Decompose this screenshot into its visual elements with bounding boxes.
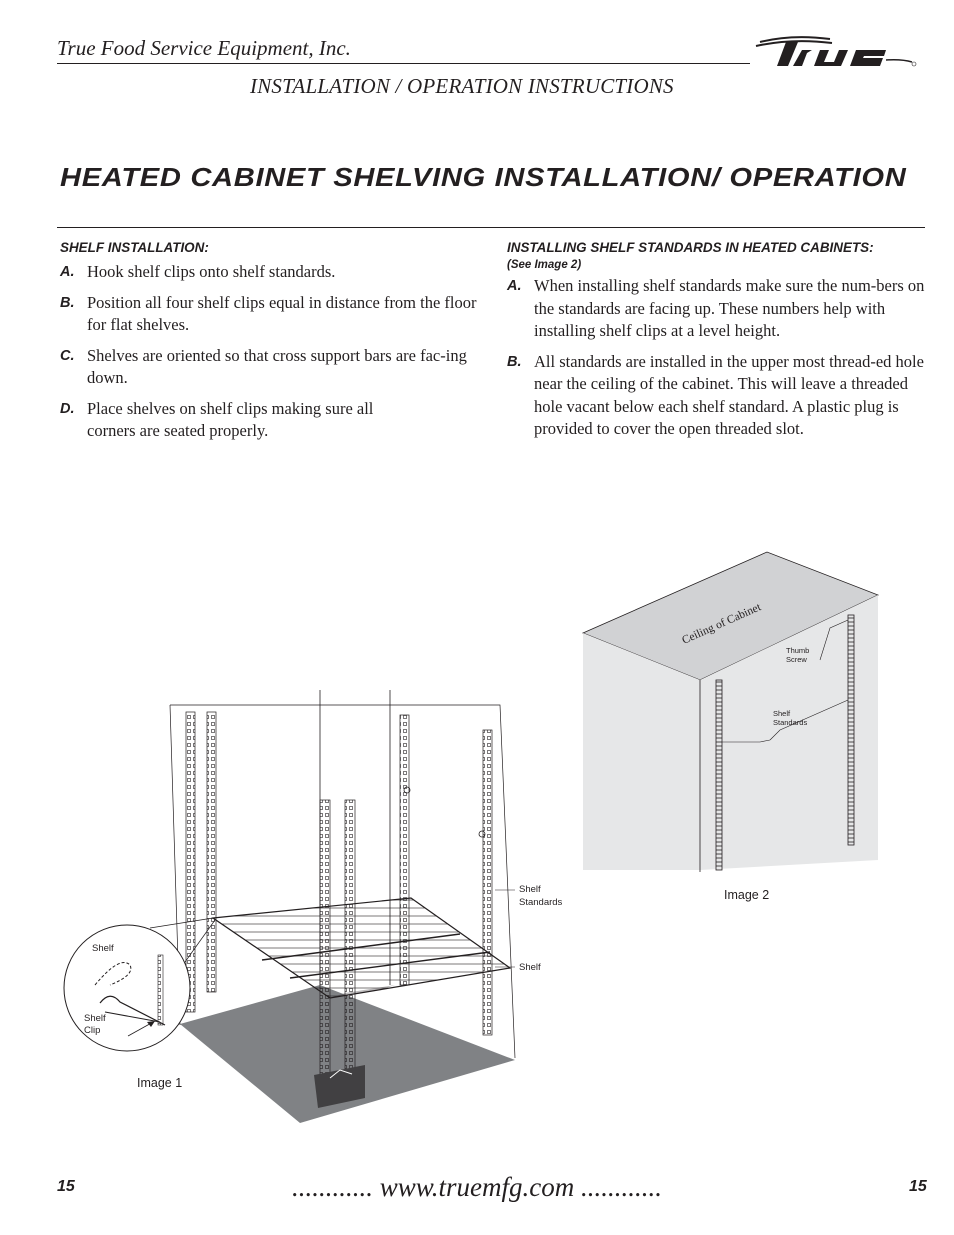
step-text: Position all four shelf clips equal in d…	[87, 292, 477, 335]
standards-installation-section: INSTALLING SHELF STANDARDS IN HEATED CAB…	[507, 237, 925, 449]
page-title: HEATED CABINET SHELVING INSTALLATION/ OP…	[60, 162, 907, 192]
standards-installation-heading: INSTALLING SHELF STANDARDS IN HEATED CAB…	[507, 239, 874, 255]
step-text: Place shelves on shelf clips making sure…	[87, 398, 374, 441]
image1-caption: Image 1	[137, 1076, 182, 1090]
shelf-label: Shelf	[519, 962, 541, 973]
shelf-installation-section: SHELF INSTALLATION: A. Hook shelf clips …	[60, 237, 478, 451]
thumb-screw-label-2: Screw	[786, 655, 807, 664]
step-b: B. Position all four shelf clips equal i…	[60, 292, 478, 337]
step-letter: B.	[60, 294, 75, 311]
header-rule	[57, 63, 750, 64]
page-number-right: 15	[909, 1178, 927, 1195]
thumb-screw-label-1: Thumb	[786, 646, 809, 655]
image2-standards-label-2: Standards	[773, 718, 807, 727]
shelf-installation-heading: SHELF INSTALLATION:	[60, 239, 209, 255]
shelf-standards-label-2: Standards	[519, 897, 563, 908]
shelf-standards-label-1: Shelf	[519, 884, 541, 895]
step-a: A. When installing shelf standards make …	[507, 275, 925, 343]
step-b: B. All standards are installed in the up…	[507, 351, 925, 441]
true-logo-icon	[755, 36, 917, 67]
image2-caption: Image 2	[724, 888, 769, 902]
image1-cabinet	[63, 690, 516, 1123]
detail-clip-label-2: Clip	[84, 1025, 100, 1036]
document-subtitle: INSTALLATION / OPERATION INSTRUCTIONS	[250, 74, 674, 98]
image2-standards-label-1: Shelf	[773, 709, 791, 718]
step-letter: B.	[507, 353, 522, 370]
step-d: D. Place shelves on shelf clips making s…	[60, 398, 478, 443]
detail-shelf-label: Shelf	[92, 943, 114, 954]
step-text: Hook shelf clips onto shelf standards.	[87, 262, 336, 281]
page-number-left: 15	[57, 1178, 75, 1195]
step-text: All standards are installed in the upper…	[534, 351, 924, 439]
step-letter: D.	[60, 400, 75, 417]
image2-cabinet	[581, 551, 880, 872]
title-rule	[57, 227, 925, 228]
step-letter: A.	[60, 264, 75, 280]
see-image-note: (See Image 2)	[507, 259, 582, 271]
step-c: C. Shelves are oriented so that cross su…	[60, 345, 478, 390]
step-letter: C.	[60, 347, 75, 364]
website-url: ............ www.truemfg.com ...........…	[292, 1172, 662, 1202]
detail-clip-label-1: Shelf	[84, 1013, 106, 1024]
step-text: When installing shelf standards make sur…	[534, 276, 925, 340]
company-name: True Food Service Equipment, Inc.	[57, 36, 351, 60]
step-text: Shelves are oriented so that cross suppo…	[87, 345, 467, 388]
step-a: A. Hook shelf clips onto shelf standards…	[60, 261, 478, 284]
step-letter: A.	[507, 278, 522, 294]
